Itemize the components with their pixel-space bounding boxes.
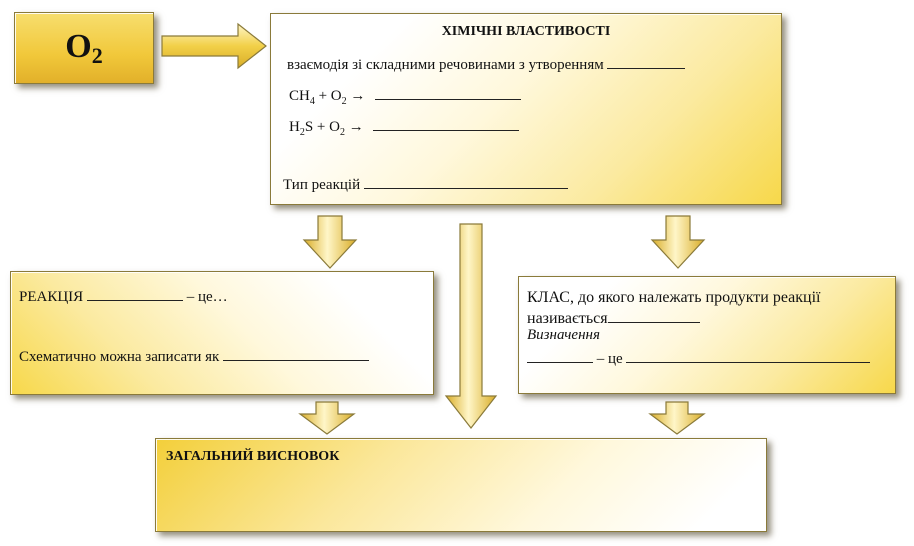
arrow-down-icon [650, 215, 706, 269]
reaction-definition-line: РЕАКЦІЯ – це… [19, 286, 228, 306]
class-line-1: КЛАС, до якого належать продукти реакції [527, 289, 821, 306]
answer-blank[interactable] [375, 85, 522, 100]
arrow-down-icon [298, 401, 356, 435]
product-class-box: КЛАС, до якого належать продукти реакції… [518, 276, 896, 394]
o2-formula: O2 [65, 27, 103, 68]
reaction-scheme-line: Схематично можна записати як [19, 346, 370, 366]
answer-blank[interactable] [527, 348, 593, 363]
answer-blank[interactable] [373, 116, 520, 131]
conclusion-title: ЗАГАЛЬНИЙ ВИСНОВОК [166, 449, 340, 464]
class-line-2: називається [527, 308, 700, 328]
o2-box: O2 [14, 12, 154, 84]
arrow-down-icon [444, 223, 498, 429]
definition-line: – це [527, 348, 871, 368]
definition-label: Визначення [527, 327, 600, 343]
arrow-down-icon [302, 215, 358, 269]
equation-h2s: H2S + O2 → [289, 116, 520, 138]
answer-blank[interactable] [363, 174, 568, 189]
answer-blank[interactable] [626, 348, 871, 363]
conclusion-box[interactable]: ЗАГАЛЬНИЙ ВИСНОВОК [155, 438, 767, 532]
reaction-box: РЕАКЦІЯ – це… Схематично можна записати … [10, 271, 434, 395]
arrow-right-icon [161, 22, 267, 70]
answer-blank[interactable] [607, 308, 700, 323]
properties-title: ХІМІЧНІ ВЛАСТИВОСТІ [441, 24, 611, 39]
answer-blank[interactable] [223, 346, 370, 361]
properties-line-1: взаємодія зі складними речовинами з утво… [287, 54, 686, 74]
answer-blank[interactable] [86, 286, 183, 301]
answer-blank[interactable] [607, 54, 686, 69]
reaction-type-line: Тип реакцій [283, 174, 568, 194]
arrow-down-icon [648, 401, 706, 435]
chemical-properties-box: ХІМІЧНІ ВЛАСТИВОСТІ взаємодія зі складни… [270, 13, 782, 205]
equation-ch4: CH4 + O2 → [289, 85, 522, 107]
